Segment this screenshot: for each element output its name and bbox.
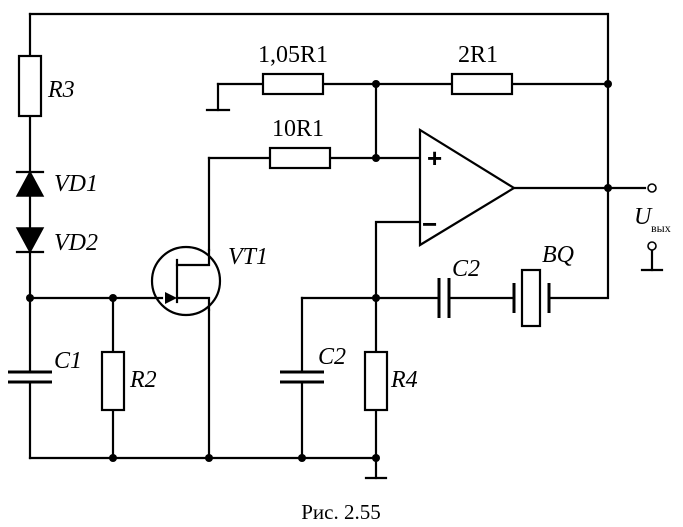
opamp-plus-sign: + [427, 143, 442, 173]
label-2r1: 2R1 [458, 42, 498, 68]
label-c1: C1 [54, 348, 82, 374]
label-c2-lower: C2 [318, 344, 346, 370]
resistor-10r1 [268, 146, 332, 170]
output-terminal [647, 183, 657, 193]
label-output-sub: вых [651, 221, 671, 235]
opamp: + − [418, 128, 517, 247]
label-10r1: 10R1 [272, 116, 324, 142]
capacitor-c2-upper [437, 278, 451, 318]
label-r2: R2 [129, 367, 157, 393]
label-bq: BQ [542, 242, 574, 268]
wires [28, 12, 664, 480]
resistor-r3 [17, 54, 43, 118]
diode-vd1 [15, 170, 45, 197]
capacitor-c2-lower [280, 370, 324, 384]
junction-dots [26, 80, 612, 462]
label-output-u: U [634, 204, 653, 230]
label-vt1: VT1 [228, 244, 268, 270]
label-vd1: VD1 [54, 171, 98, 197]
label-vd2: VD2 [54, 230, 98, 256]
output-ground-terminal [647, 241, 657, 251]
resistor-r4 [363, 350, 389, 412]
diode-vd2 [15, 227, 45, 254]
quartz-bq [512, 268, 551, 328]
figure-caption: Рис. 2.55 [301, 500, 381, 524]
transistor-vt1 [150, 245, 222, 317]
opamp-minus-sign: − [422, 209, 437, 239]
label-c2-upper: C2 [452, 256, 480, 282]
resistor-1-05r1 [261, 72, 325, 96]
resistor-2r1 [450, 72, 514, 96]
label-r3: R3 [47, 77, 75, 103]
resistor-r2 [100, 350, 126, 412]
label-r4: R4 [390, 367, 418, 393]
label-1-05r1: 1,05R1 [258, 42, 328, 68]
capacitor-c1 [8, 370, 52, 384]
